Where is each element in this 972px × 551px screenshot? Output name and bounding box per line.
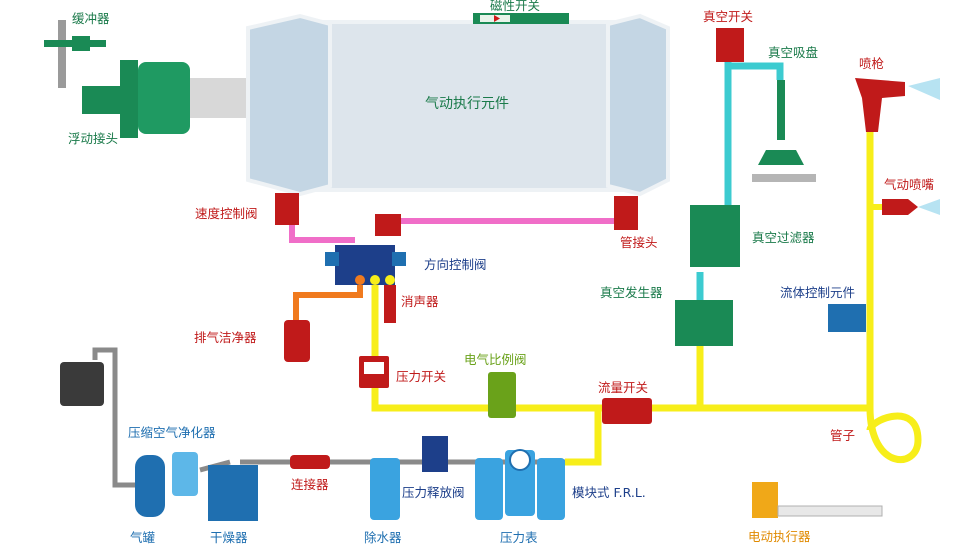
direction-valve-body: [335, 245, 395, 285]
label-dryer: 干燥器: [210, 530, 248, 545]
ep-proportional-valve-body: [488, 372, 516, 418]
magnetic-switch-body: [473, 13, 569, 24]
floating-joint-hex: [138, 62, 190, 134]
direction-valve-solenoid: [325, 252, 339, 266]
label-pressure-relief-valve: 压力释放阀: [402, 485, 465, 500]
label-water-separator: 除水器: [364, 530, 402, 545]
electric-actuator-motor: [752, 482, 778, 518]
vacuum-filter-body: [690, 205, 740, 267]
direction-valve-port-3: [385, 275, 395, 285]
buffer-mount-plate: [58, 20, 66, 88]
label-pressure-gauge: 压力表: [500, 530, 538, 545]
frl-filter-body: [475, 458, 503, 520]
electric-actuator-rail: [777, 505, 883, 517]
label-vacuum-generator: 真空发生器: [600, 285, 663, 300]
direction-valve-port-2: [370, 275, 380, 285]
pink-line-left: [289, 225, 355, 243]
actuator-right-cap: [606, 13, 670, 197]
air-tank-filter: [172, 452, 198, 496]
label-vacuum-pad: 真空吸盘: [768, 45, 819, 60]
label-silencer: 消声器: [401, 294, 439, 309]
label-magnetic-switch: 磁性开关: [490, 0, 541, 13]
label-spray-gun: 喷枪: [859, 56, 885, 71]
label-pipe-joint: 管接头: [620, 235, 658, 250]
label-modular-frl: 模块式 F.R.L.: [572, 485, 646, 500]
silencer-body: [384, 285, 396, 323]
water-separator-body: [370, 458, 400, 520]
pressure-relief-valve-body: [422, 436, 448, 472]
exhaust-cleaner-body: [284, 320, 310, 362]
label-connector: 连接器: [291, 477, 329, 492]
floating-joint-nut: [120, 60, 138, 138]
label-speed-valve: 速度控制阀: [195, 206, 258, 221]
label-air-purifier: 压缩空气净化器: [128, 425, 216, 440]
pressure-gauge-dial: [509, 449, 531, 471]
actuator-cylinder: [288, 20, 642, 192]
floating-joint-rod: [190, 78, 250, 118]
vacuum-pad-stem: [777, 80, 785, 140]
label-floating-joint: 浮动接头: [68, 131, 119, 146]
spray-gun-body: [855, 78, 905, 132]
label-air-nozzle: 气动喷嘴: [884, 177, 935, 192]
air-nozzle-body: [882, 199, 918, 215]
frl-lubricator-body: [537, 458, 565, 520]
label-flow-switch: 流量开关: [598, 380, 649, 395]
label-pneumatic-actuator: 气动执行元件: [425, 96, 509, 112]
label-air-tank: 气罐: [130, 530, 156, 545]
vacuum-switch-body: [716, 28, 744, 62]
actuator-left-cap: [246, 13, 332, 197]
connector-body: [290, 455, 330, 469]
label-vacuum-switch: 真空开关: [703, 9, 754, 24]
label-buffer: 缓冲器: [72, 11, 110, 26]
vacuum-pad-base: [752, 174, 816, 182]
label-exhaust-cleaner: 排气洁净器: [194, 330, 257, 345]
buffer-body: [72, 36, 90, 51]
label-pressure-switch: 压力开关: [396, 369, 447, 384]
label-tube: 管子: [830, 428, 856, 443]
flow-switch-body: [602, 398, 652, 424]
air-purifier-unit: [60, 362, 104, 406]
pressure-switch-display: [364, 362, 384, 374]
label-direction-valve: 方向控制阀: [424, 257, 487, 272]
cyan-vacuum-line: [696, 60, 784, 300]
label-electric-actuator: 电动执行器: [748, 529, 811, 544]
pipe-joint-left: [375, 214, 401, 236]
magnetic-switch-arrow: [494, 15, 500, 22]
label-ep-proportional-valve: 电气比例阀: [464, 352, 527, 367]
orange-exhaust-line: [293, 283, 363, 322]
air-tank-body: [135, 455, 165, 517]
dryer-body: [208, 465, 258, 521]
label-fluid-control: 流体控制元件: [780, 285, 856, 300]
pipe-joint-right: [614, 196, 638, 230]
floating-joint-body: [82, 86, 122, 114]
direction-valve-port-1: [355, 275, 365, 285]
direction-valve-solenoid-right: [392, 252, 406, 266]
speed-valve-body: [275, 193, 299, 225]
yellow-tube-loop: [866, 407, 922, 464]
air-nozzle-jet: [918, 199, 940, 215]
vacuum-generator-body: [675, 300, 733, 346]
vacuum-pad-cup: [758, 150, 804, 165]
label-vacuum-filter: 真空过滤器: [752, 230, 815, 245]
fluid-control-body: [828, 304, 866, 332]
spray-gun-jet: [908, 78, 940, 100]
